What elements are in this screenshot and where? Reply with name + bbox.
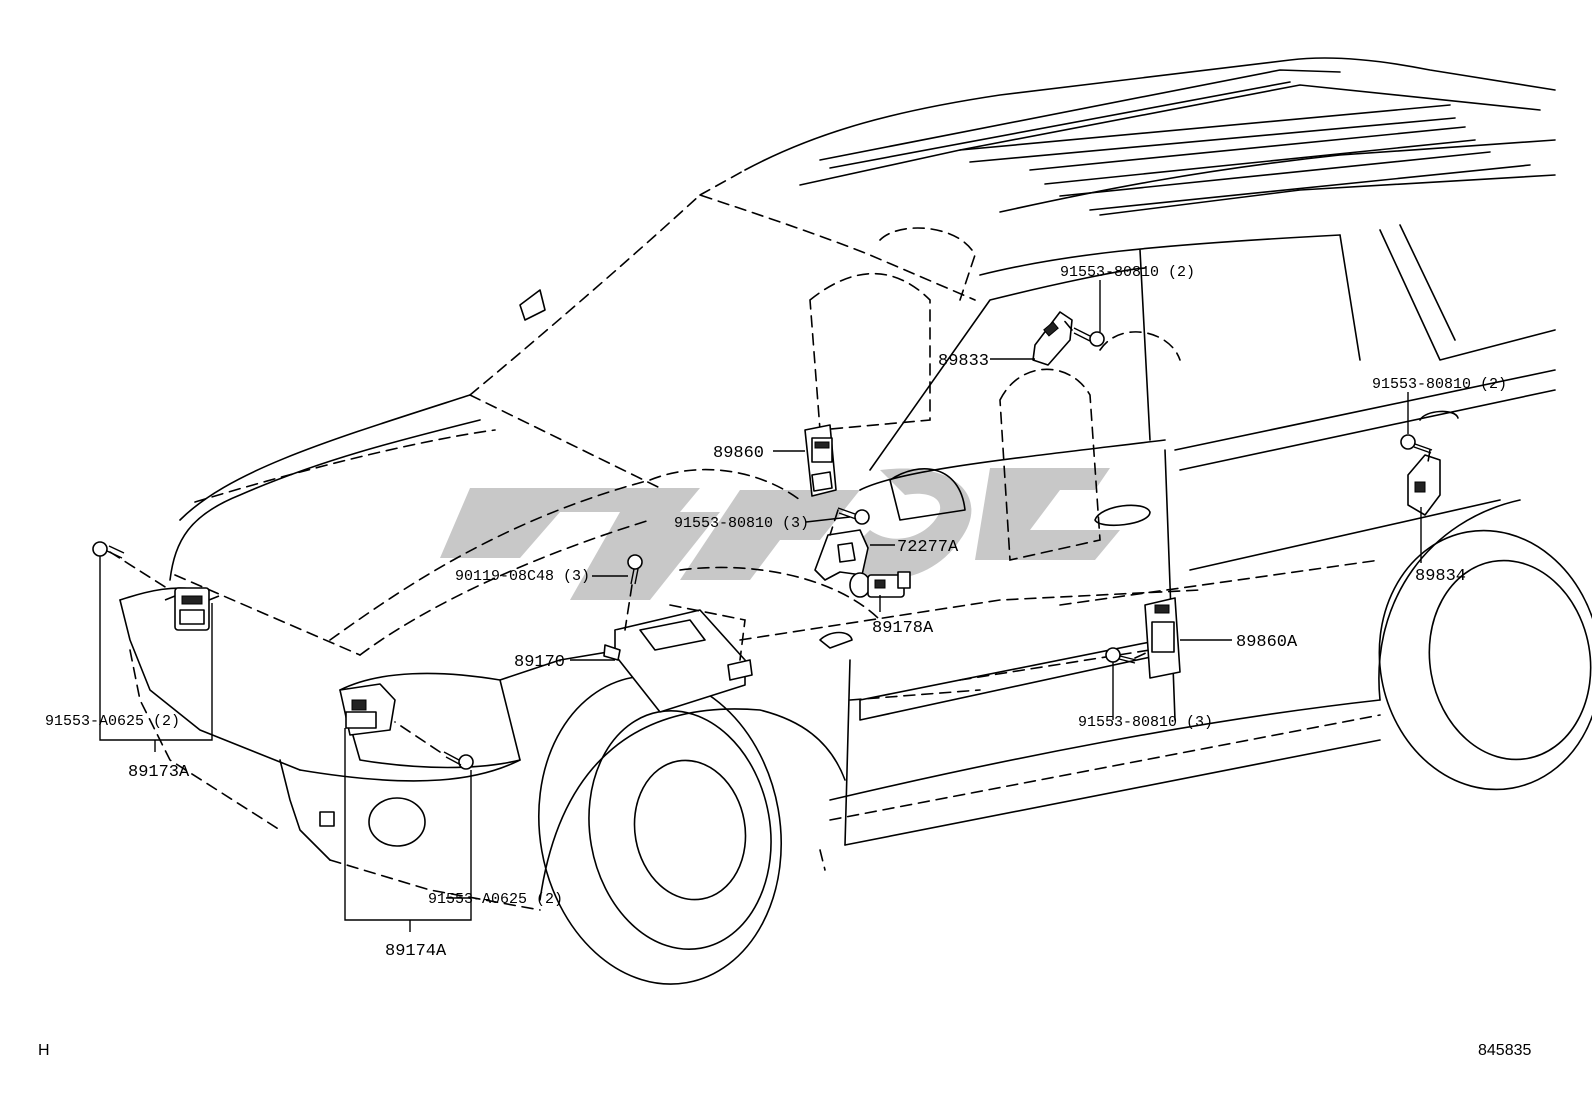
bolt-icons <box>92 327 1433 770</box>
watermark-logo <box>440 468 1120 600</box>
label-89173A: 89173A <box>128 763 190 782</box>
part-89174A-sensor <box>339 683 396 736</box>
label-91553-A0625-bottom: 91553-A0625 (2) <box>428 891 563 908</box>
part-89860-sensor <box>804 424 837 497</box>
label-89834: 89834 <box>1415 567 1466 586</box>
label-91553-80810-right: 91553-80810 (2) <box>1372 376 1507 393</box>
bolt-icon <box>837 507 870 525</box>
leader-lines <box>99 280 1422 932</box>
label-91553-A0625-left: 91553-A0625 (2) <box>45 713 180 730</box>
label-89860: 89860 <box>713 444 764 463</box>
bolt-icon <box>627 554 643 585</box>
label-72277A: 72277A <box>897 538 959 557</box>
corner-code-left: H <box>38 1042 50 1059</box>
corner-code-right: 845835 <box>1478 1042 1531 1059</box>
part-72277A-bracket <box>814 529 869 581</box>
bolt-icon <box>443 751 474 770</box>
part-89173A-sensor <box>164 587 220 631</box>
part-89834-sensor <box>1407 454 1441 516</box>
attachment-lines <box>109 317 1431 753</box>
bolt-icon <box>1073 327 1105 347</box>
label-91553-80810-top: 91553-80810 (2) <box>1060 264 1195 281</box>
part-89860A-sensor <box>1144 597 1181 679</box>
label-89833: 89833 <box>938 352 989 371</box>
label-90119-08C48: 90119-08C48 (3) <box>455 568 590 585</box>
label-91553-80810-3b: 91553-80810 (3) <box>1078 714 1213 731</box>
part-89178A-sensor <box>849 571 911 598</box>
part-89170-airbag-ecu <box>603 609 753 713</box>
label-89178A: 89178A <box>872 619 934 638</box>
bolt-icon <box>1400 434 1433 454</box>
label-89860A: 89860A <box>1236 633 1298 652</box>
label-91553-80810-3a: 91553-80810 (3) <box>674 515 809 532</box>
bolt-icon <box>1105 647 1137 664</box>
label-89170: 89170 <box>514 653 565 672</box>
part-labels: 91553-80810 (2) 89833 91553-80810 (2) 89… <box>45 264 1507 961</box>
part-89833-sensor <box>1032 311 1073 366</box>
bolt-icon <box>92 541 125 559</box>
label-89174A: 89174A <box>385 942 447 961</box>
vehicle-outline <box>119 57 1592 985</box>
